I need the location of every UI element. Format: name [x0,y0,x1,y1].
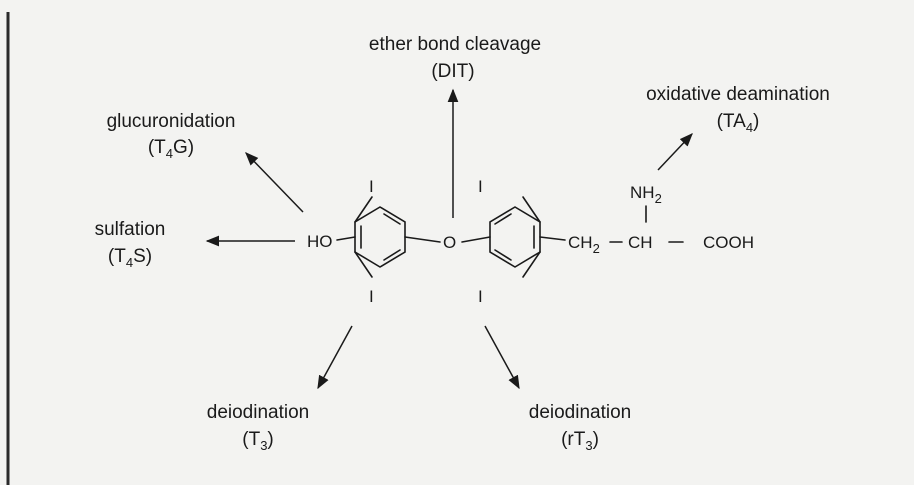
svg-text:glucuronidation: glucuronidation [107,111,236,132]
iodine-bottom-left: I [369,287,374,306]
label-sulfation: sulfation (T4S) [95,219,166,270]
carboxyl-group-label: COOH [703,233,754,252]
iodine-top-right: I [478,177,483,196]
reaction-arrows [205,88,693,390]
label-deiodination-rt3: deiodination (rT3) [529,402,631,453]
svg-text:sulfation: sulfation [95,219,166,240]
glucuronidation-arrow [245,152,304,213]
svg-text:deiodination: deiodination [529,402,631,423]
left-benzene-ring [354,206,406,268]
label-deiodination-t3: deiodination (T3) [207,402,309,453]
svg-text:oxidative deamination: oxidative deamination [646,84,830,105]
alpha-carbon-label: CH [628,233,653,252]
svg-text:deiodination: deiodination [207,402,309,423]
deiodination-right-arrow [484,325,520,390]
deiodination-left-arrow [317,325,353,390]
hydroxyl-label: HO [307,232,333,251]
svg-text:ether bond cleavage: ether bond cleavage [369,34,541,55]
right-benzene-ring [489,206,541,268]
svg-text:(TA4): (TA4) [717,111,760,135]
svg-text:(T4G): (T4G) [148,137,194,161]
iodine-bottom-right: I [478,287,483,306]
label-oxidative-deamination: oxidative deamination (TA4) [646,84,830,135]
svg-text:(T3): (T3) [242,429,274,453]
label-glucuronidation: glucuronidation (T4G) [107,111,236,161]
amino-group-label: NH2 [630,183,662,206]
substituent-bonds [336,196,684,278]
ether-oxygen-label: O [443,233,456,252]
oxidative-deamination-arrow [657,133,693,171]
svg-text:(T4S): (T4S) [108,246,152,270]
iodine-top-left: I [369,177,374,196]
svg-text:(DIT): (DIT) [431,61,474,82]
label-ether-bond-cleavage: ether bond cleavage (DIT) [369,34,541,82]
svg-text:(rT3): (rT3) [561,429,599,453]
methylene-label: CH2 [568,233,600,256]
